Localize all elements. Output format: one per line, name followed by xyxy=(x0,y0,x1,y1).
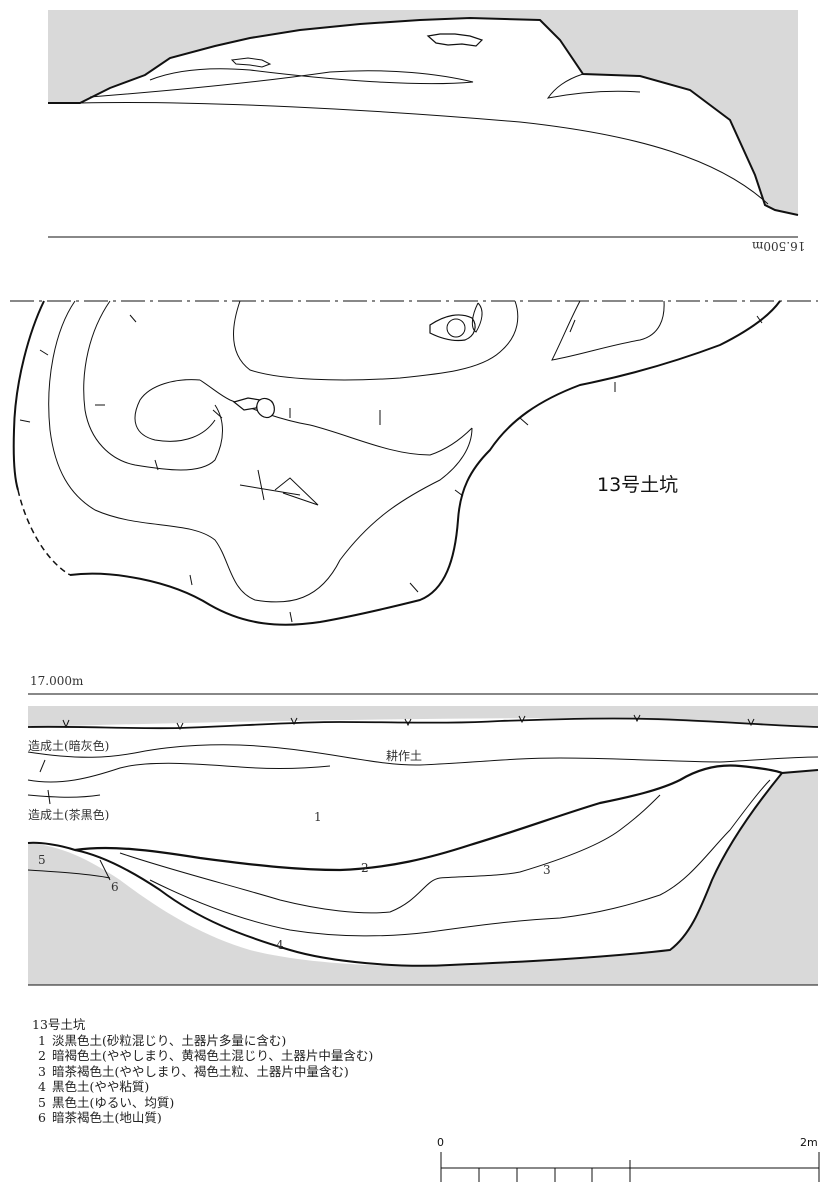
lower-layer-line xyxy=(27,744,819,766)
lower-layer-line xyxy=(27,869,111,879)
lower-pit-rim-line xyxy=(74,764,783,872)
upper-section xyxy=(48,10,799,238)
plan-arrow-mark xyxy=(239,469,319,506)
plan-contour xyxy=(232,300,519,381)
upper-layer-line xyxy=(89,68,474,98)
scale-start-label: 0 xyxy=(437,1136,444,1149)
layer-label-2: 2 xyxy=(361,861,369,875)
scale-bar xyxy=(440,1152,820,1182)
lower-surface-line xyxy=(27,717,819,730)
plan-contour xyxy=(199,379,473,456)
plan-outer-outline xyxy=(69,300,781,626)
lower-layer-line xyxy=(47,789,51,805)
layer-label-3: 3 xyxy=(543,863,551,877)
lower-layer-line xyxy=(39,759,46,773)
upper-section-pit-fill xyxy=(48,18,798,228)
layer-label-4: 4 xyxy=(276,938,284,952)
plan-stone xyxy=(232,397,261,411)
plan-contour xyxy=(134,379,216,442)
lower-surface-ticks xyxy=(62,714,755,731)
layer-label-1: 1 xyxy=(314,810,322,824)
lower-elevation-label: 17.000m xyxy=(30,674,84,688)
plan-slope-hachures xyxy=(19,314,763,623)
lower-layer-line xyxy=(27,794,101,798)
plan-contour xyxy=(551,300,665,361)
upper-section-top-line xyxy=(48,16,799,216)
plan-stone xyxy=(471,302,483,333)
plan-outer-outline xyxy=(12,300,45,491)
plan-outer-outline-dashed xyxy=(17,489,71,576)
plan-view xyxy=(10,300,818,626)
upper-stone xyxy=(426,33,484,47)
legend-title: 13号土坑 xyxy=(32,1017,86,1032)
plan-contour xyxy=(48,300,473,603)
layer-label-5: 5 xyxy=(38,853,46,867)
scale-end-label: 2m xyxy=(800,1136,818,1149)
layer-label-fill-brown-black: 造成土(茶黒色) xyxy=(28,808,110,822)
lower-layer-line xyxy=(149,779,771,937)
lower-pit-bottom-line xyxy=(27,769,819,967)
lower-layer-line xyxy=(99,859,111,881)
plan-stone xyxy=(446,318,466,338)
upper-stone xyxy=(230,57,272,68)
layer-label-plow-soil: 耕作土 xyxy=(386,749,423,763)
upper-layer-line xyxy=(79,101,769,205)
upper-elevation-label: 16.500m xyxy=(752,239,806,253)
lower-section-soil-fill xyxy=(28,718,818,966)
plan-contour xyxy=(83,300,223,471)
lower-layer-line xyxy=(119,794,661,914)
layer-label-fill-gray: 造成土(暗灰色) xyxy=(28,739,110,753)
plan-stone xyxy=(256,397,275,419)
plan-title: 13号土坑 xyxy=(597,474,679,496)
upper-layer-line xyxy=(546,73,641,99)
lower-section xyxy=(27,693,819,986)
plan-stone xyxy=(429,314,476,342)
lower-layer-line xyxy=(27,762,331,783)
layer-label-6: 6 xyxy=(111,880,119,894)
